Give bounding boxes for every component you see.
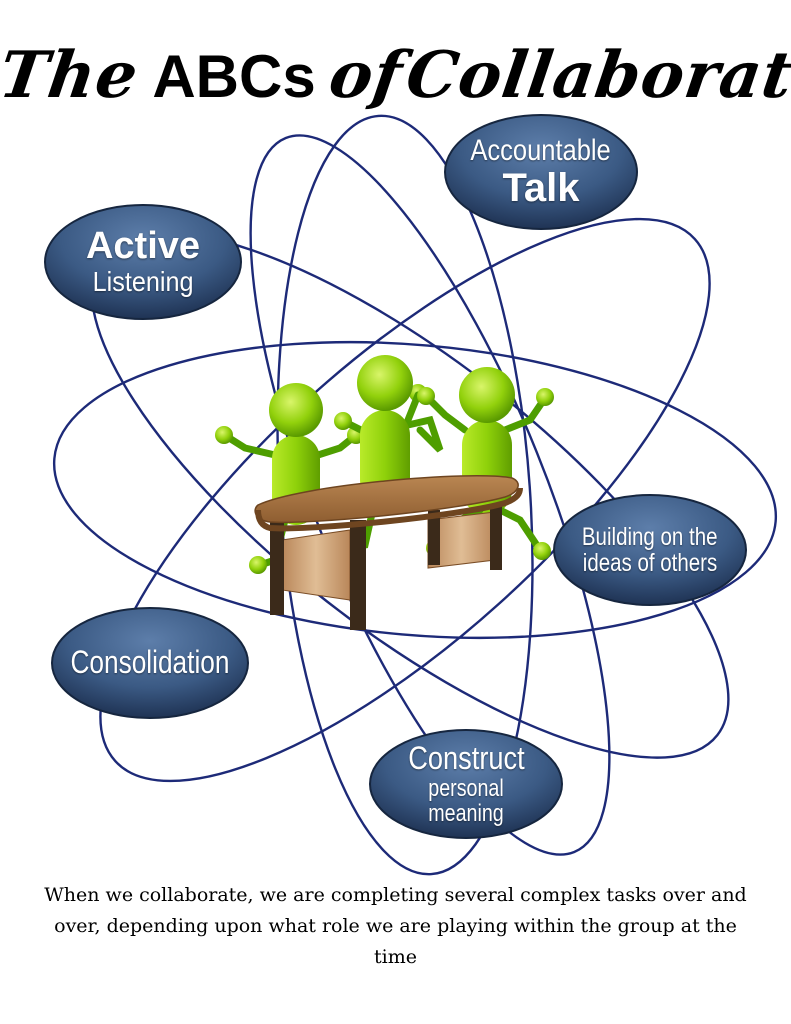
bubble-building-on-ideas: [553, 494, 747, 606]
active-listening-line2: Listening: [92, 266, 194, 298]
label-accountable-talk: Accountable Talk: [447, 117, 635, 227]
caption-text: When we collaborate, we are completing s…: [44, 884, 747, 968]
bubble-construct-meaning: [369, 729, 563, 839]
accountable-talk-line1: Accountable: [470, 134, 612, 168]
consolidation-line1: Consolidation: [70, 644, 230, 681]
title-abcs: ABCs: [152, 43, 316, 110]
label-construct-meaning: Construct personal meaning: [371, 732, 561, 836]
bubble-consolidation: [51, 607, 249, 719]
building-on-ideas-line1: Building on the: [582, 522, 718, 551]
label-active-listening: Active Listening: [47, 207, 239, 317]
construct-meaning-line2: personal meaning: [428, 774, 504, 827]
construct-meaning-line1: Construct: [407, 740, 525, 777]
bubble-shapes: [44, 114, 747, 839]
building-on-ideas-line2: ideas of others: [582, 549, 718, 577]
label-building-on-ideas: Building on the ideas of others: [555, 497, 745, 603]
active-listening-line1: Active: [85, 225, 201, 268]
bubble-accountable-talk: [444, 114, 638, 230]
page-title: The ABCs of Collaboration: [0, 38, 791, 138]
bubble-active-listening: [44, 204, 242, 320]
table-illustration: [254, 475, 523, 630]
people-group: [215, 355, 554, 574]
label-consolidation: Consolidation: [53, 610, 247, 716]
orbit-horizontal: [52, 340, 778, 640]
accountable-talk-line2: Talk: [502, 165, 580, 210]
